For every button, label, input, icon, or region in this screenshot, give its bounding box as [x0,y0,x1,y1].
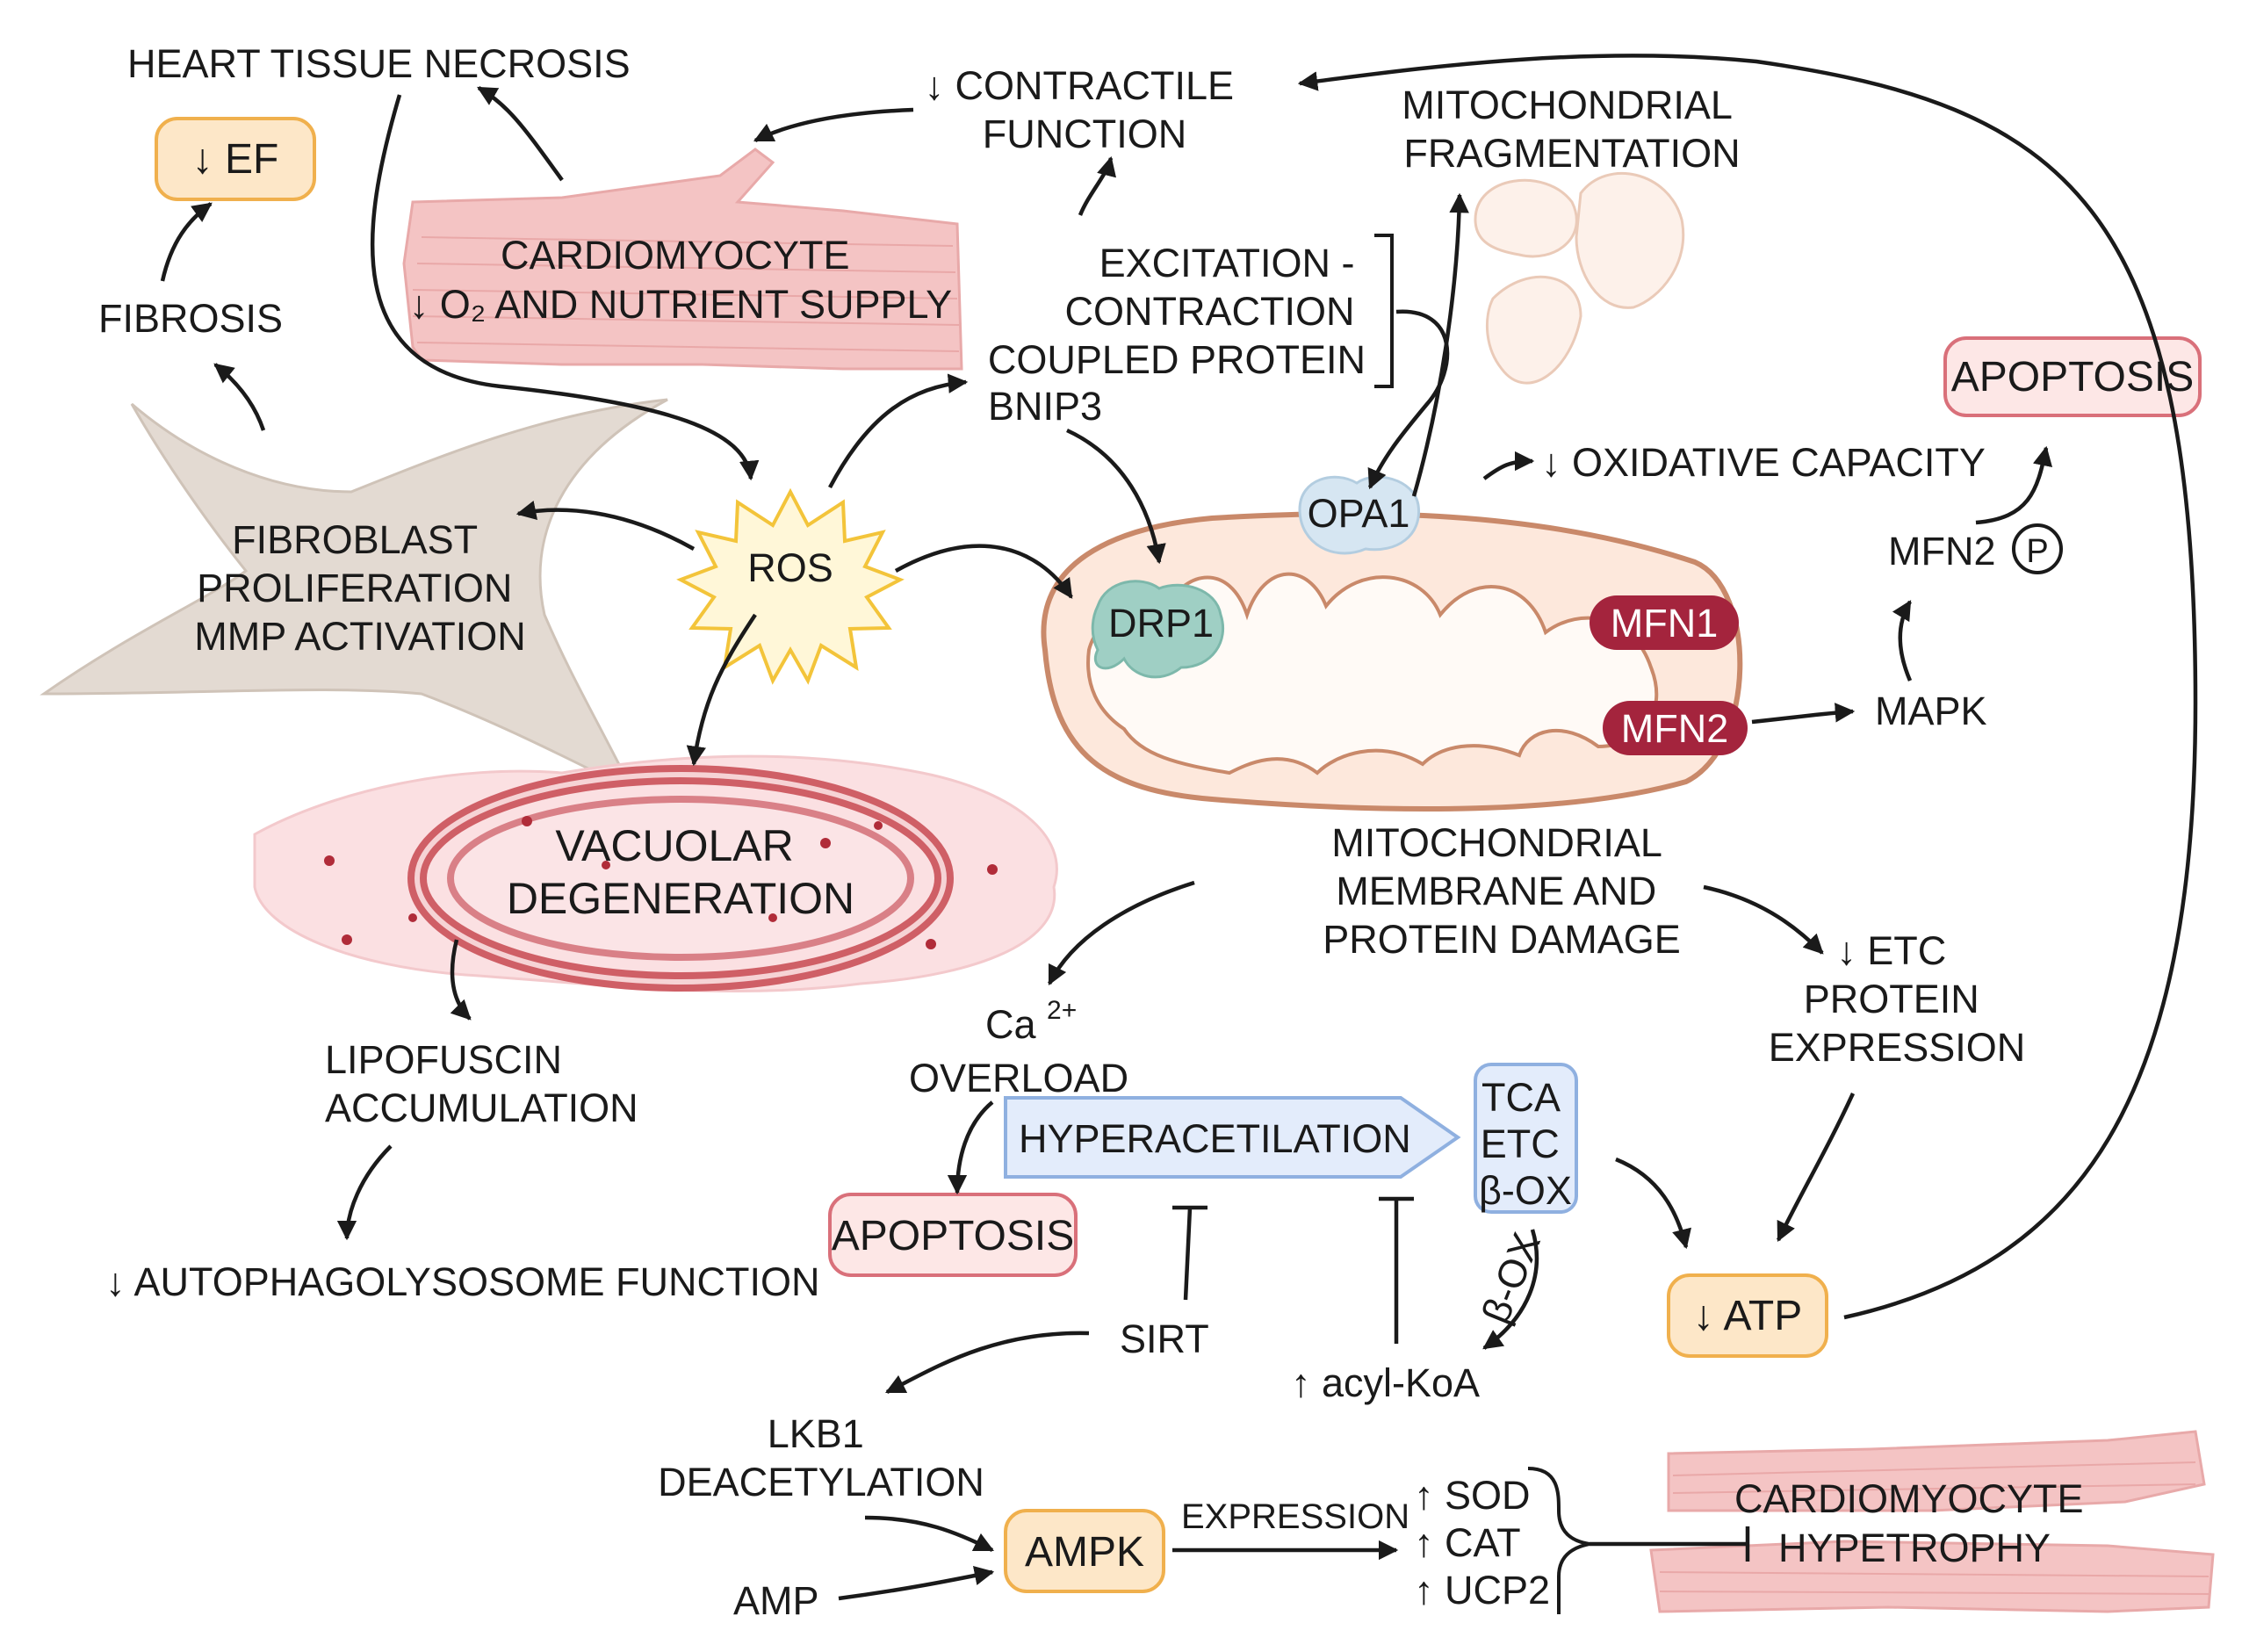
mito-damage-label: MITOCHONDRIAL MEMBRANE AND PROTEIN DAMAG… [1323,820,1681,962]
excitation-bracket [1374,234,1394,388]
pathway-arrows [160,54,2198,1601]
mfn2-pill [1603,701,1748,755]
drp1-label: DRP1 [1108,601,1214,646]
ampk-label: AMPK [1025,1529,1144,1576]
apoptosis-top-label: APOPTOSIS [1951,354,2195,400]
enzymes-bracket [1527,1467,1590,1614]
fibrosis-label: FIBROSIS [98,296,283,341]
mitochondrial-fragmentation-label: MITOCHONDRIAL FRAGMENTATION [1402,83,1742,176]
decreased-atp-label: ↓ ATP [1693,1293,1802,1339]
sirt-label: SIRT [1120,1317,1209,1361]
apoptosis-bottom-label: APOPTOSIS [832,1213,1075,1259]
cardiomyocyte-supply-label: CARDIOMYOCYTE ↓ O₂ AND NUTRIENT SUPPLY [409,233,952,327]
opa1-protein-illustration [1298,475,1421,555]
drp1-protein-illustration [1091,580,1225,679]
cardiomyocyte-hypertrophy-label: CARDIOMYOCYTE HYPETROPHY [1734,1476,2094,1570]
mitochondrion-illustration [1041,511,1743,812]
ros-burst-illustration [676,487,905,685]
ros-label: ROS [747,545,833,590]
excitation-contraction-label: EXCITATION - CONTRACTION COUPLED PROTEIN [988,241,1366,382]
decreased-etc-expression-label: ↓ ETC PROTEIN EXPRESSION [1769,928,2026,1070]
hyperacetilation-label: HYPERACETILATION [1019,1116,1411,1161]
apoptosis-top-box [1943,336,2202,417]
bnip3-label: BNIP3 [988,384,1102,429]
beta-ox-arrow-label: β-OX [1473,1226,1549,1329]
tca-etc-box [1474,1063,1578,1214]
mfn1-pill [1590,595,1739,650]
phospho-circle [2012,523,2063,574]
decreased-autophagolysosome-label: ↓ AUTOPHAGOLYSOSOME FUNCTION [105,1259,819,1304]
vacuolar-degeneration-label: VACUOLAR DEGENERATION [507,821,854,923]
ampk-box [1004,1509,1165,1593]
lipofuscin-label: LIPOFUSCIN ACCUMULATION [325,1037,638,1130]
decreased-ef-box [155,117,316,201]
mfn2-phosphorylated-label: MFN2 [1888,529,1996,574]
decreased-contractile-function-label: ↓ CONTRACTILE FUNCTION [924,63,1244,156]
decreased-oxidative-capacity-label: ↓ OXIDATIVE CAPACITY [1541,440,1986,485]
amp-label: AMP [733,1578,819,1623]
increased-acyl-koa-label: ↑ acyl-KoA [1291,1360,1480,1405]
lkb1-deacetylation-label: LKB1 DEACETYLATION [658,1411,984,1504]
cardiomyocyte-hypertrophy-illustration [1649,1430,2215,1613]
fragmented-mitochondria-illustration [1474,172,1685,385]
heart-tissue-necrosis-label: HEART TISSUE NECROSIS [127,41,631,86]
decreased-atp-box [1667,1273,1828,1358]
tca-etc-box-label: TCA ETC β-OX [1479,1075,1572,1213]
fibroblast-label: FIBROBLAST PROLIFERATION MMP ACTIVATION [194,517,526,659]
hyperacetilation-arrow-box [1004,1096,1461,1179]
expression-label: EXPRESSION [1181,1497,1409,1536]
mapk-label: MAPK [1875,689,1987,733]
opa1-label: OPA1 [1308,491,1410,536]
vacuolar-degeneration-illustration [253,754,1058,993]
phospho-label: P [2026,533,2048,570]
overload-label: OVERLOAD [909,1056,1128,1100]
enzymes-label: ↑ SOD ↑ CAT ↑ UCP2 [1414,1473,1550,1612]
mfn2-label: MFN2 [1621,706,1729,751]
ca-overload-label: Ca 2+ [985,996,1077,1047]
mfn1-label: MFN1 [1611,601,1719,646]
decreased-ef-label: ↓ EF [192,136,279,183]
